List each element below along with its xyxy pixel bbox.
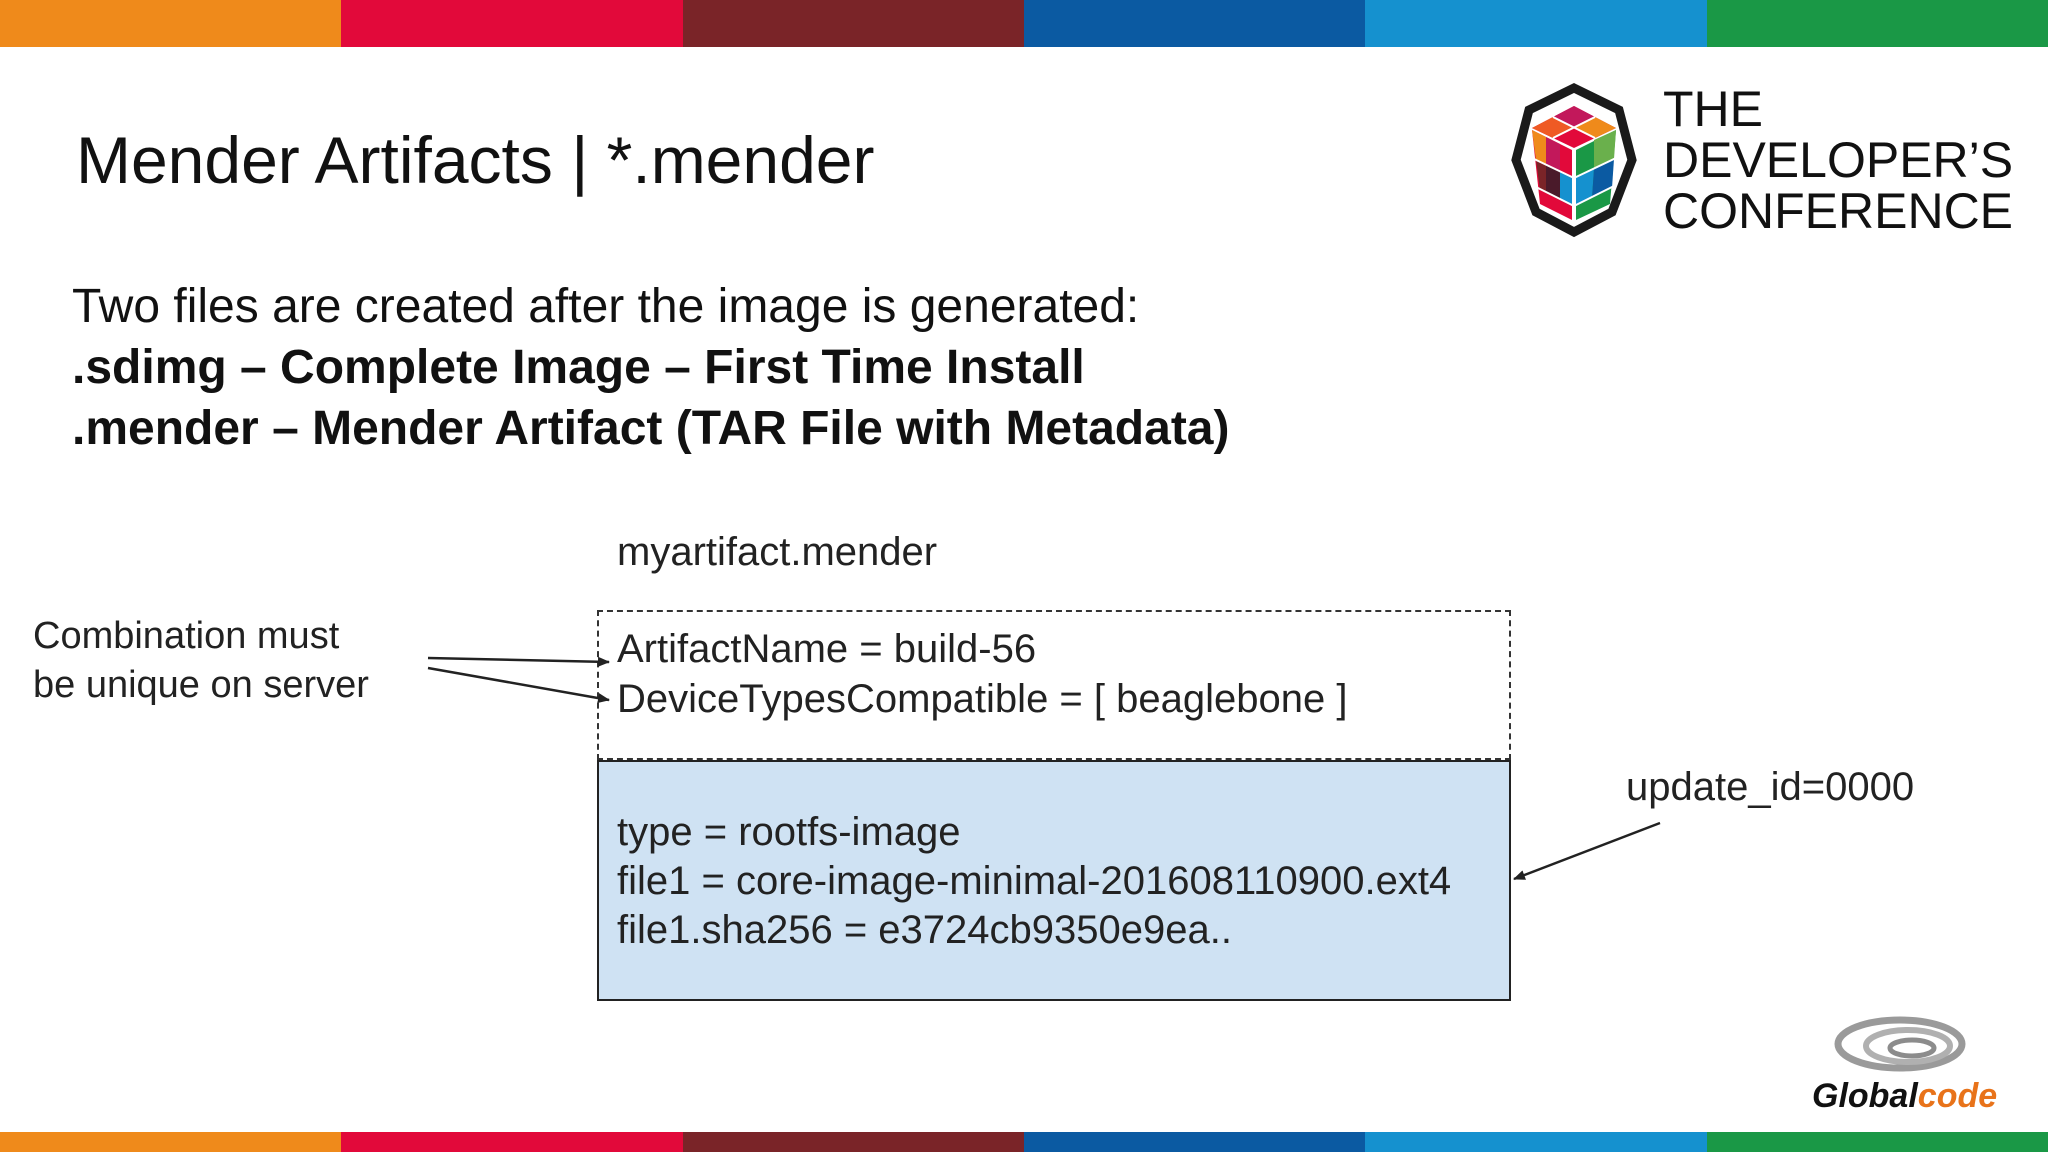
uniqueness-note: Combination must be unique on server — [33, 612, 369, 710]
stripe-red — [341, 1132, 683, 1152]
stripe-red — [341, 0, 683, 47]
slide-body: Two files are created after the image is… — [72, 276, 1229, 459]
stripe-green — [1706, 0, 2048, 47]
bullet-mender: .mender – Mender Artifact (TAR File with… — [72, 402, 1230, 455]
artifact-payload-box — [597, 760, 1511, 1001]
header-artifact-name: ArtifactName = build-56 — [617, 627, 1037, 671]
bottom-color-stripe — [0, 1132, 2048, 1152]
payload-type: type = rootfs-image — [617, 810, 961, 854]
conference-logo-text: THE DEVELOPER’S CONFERENCE — [1663, 84, 2013, 237]
stripe-orange — [0, 0, 342, 47]
arrow-to-device-types — [427, 666, 610, 704]
globalcode-text-part2: code — [1917, 1077, 1998, 1115]
stripe-maroon — [682, 0, 1024, 47]
artifact-filename: myartifact.mender — [617, 530, 938, 574]
globalcode-logo-text: Globalcode — [1812, 1077, 1997, 1116]
intro-text: Two files are created after the image is… — [72, 280, 1140, 333]
globalcode-text-part1: Global — [1812, 1077, 1918, 1115]
top-color-stripe — [0, 0, 2048, 47]
logo-grid-lines — [1531, 116, 1617, 220]
stripe-maroon — [682, 1132, 1024, 1152]
stripe-green — [1706, 1132, 2048, 1152]
stripe-blue — [1023, 1132, 1366, 1152]
slide-title: Mender Artifacts | *.mender — [76, 123, 875, 197]
arrow-to-payload-file — [1513, 821, 1661, 881]
bullet-sdimg: .sdimg – Complete Image – First Time Ins… — [72, 341, 1085, 394]
note-line-1: Combination must — [33, 615, 340, 657]
payload-file1: file1 = core-image-minimal-201608110900.… — [617, 859, 1452, 903]
note-line-2: be unique on server — [33, 664, 369, 706]
arrow-to-artifact-name — [427, 656, 610, 667]
stripe-lightblue — [1365, 1132, 1707, 1152]
globalcode-swirl-icon — [1834, 1016, 1966, 1072]
logo-text-line1: THE — [1663, 81, 1763, 137]
update-id-label: update_id=0000 — [1626, 765, 1915, 809]
stripe-lightblue — [1365, 0, 1707, 47]
logo-text-line3: CONFERENCE — [1663, 183, 2014, 239]
payload-sha256: file1.sha256 = e3724cb9350e9ea.. — [617, 908, 1232, 952]
stripe-blue — [1023, 0, 1366, 47]
stripe-orange — [0, 1132, 342, 1152]
logo-text-line2: DEVELOPER’S — [1663, 132, 2014, 188]
conference-cube-logo — [1511, 82, 1637, 238]
header-device-types: DeviceTypesCompatible = [ beaglebone ] — [617, 677, 1348, 721]
